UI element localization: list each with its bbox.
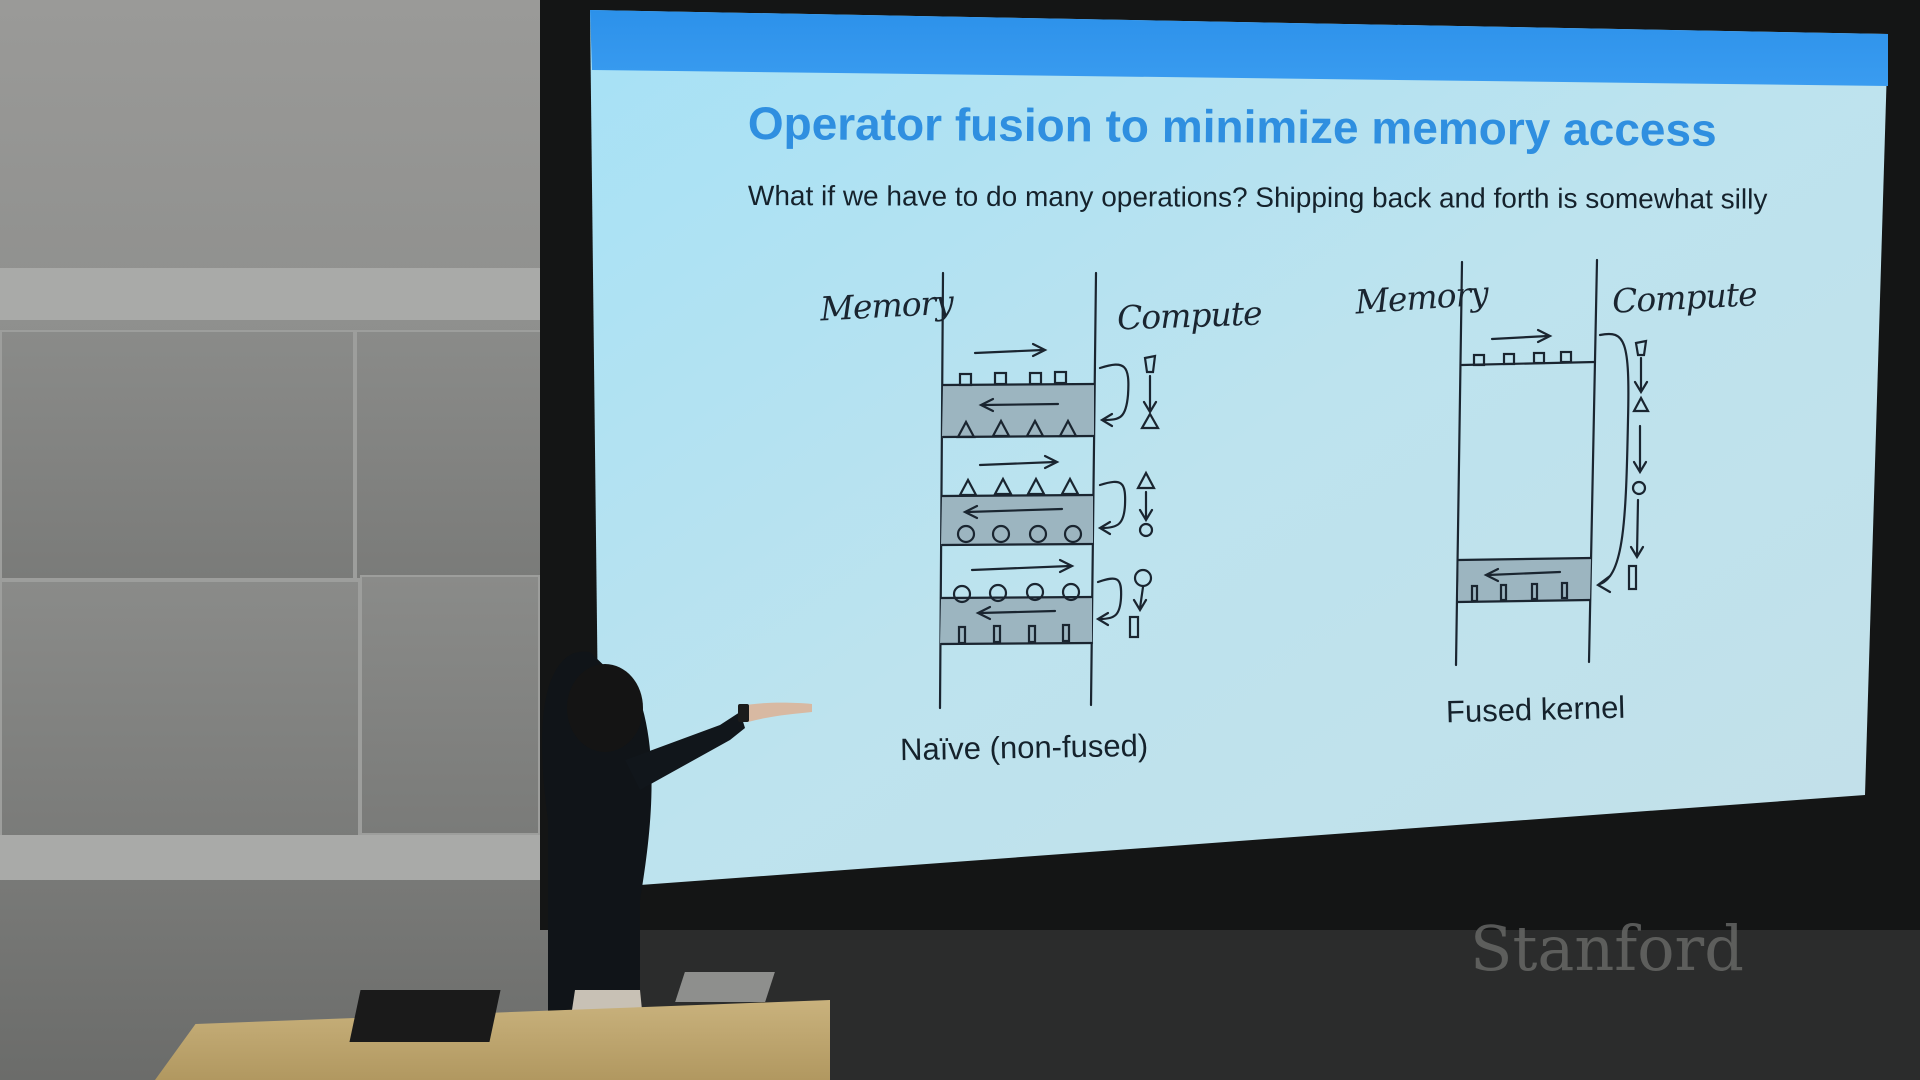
naive-diagram — [938, 271, 1160, 710]
fused-compute-label: Compute — [1611, 274, 1758, 321]
fused-caption: Fused kernel — [1445, 689, 1626, 730]
fused-memory-line — [1454, 260, 1464, 667]
whiteboard-panel — [360, 575, 540, 835]
naive-compute-label: Compute — [1116, 293, 1263, 338]
desk-monitor — [675, 972, 775, 1002]
naive-memory-label: Memory — [819, 282, 954, 329]
fused-compute-line — [1587, 258, 1599, 664]
slide-title: Operator fusion to minimize memory acces… — [747, 96, 1717, 156]
naive-band — [941, 495, 1093, 546]
fused-band — [1458, 558, 1591, 602]
naive-caption: Naïve (non-fused) — [899, 727, 1149, 768]
laptop — [349, 990, 501, 1042]
slide-background — [590, 10, 1888, 888]
whiteboard-frame-top — [0, 268, 545, 320]
whiteboard-panel — [0, 580, 360, 840]
slide-subtitle: What if we have to do many operations? S… — [747, 180, 1768, 215]
stanford-watermark: Stanford — [1470, 912, 1744, 985]
whiteboard-tray — [0, 835, 545, 880]
naive-band — [942, 384, 1094, 438]
slide-header-bar — [590, 10, 1888, 86]
presenter — [542, 651, 812, 1080]
fused-diagram — [1454, 258, 1650, 667]
naive-band — [940, 597, 1092, 645]
whiteboard-panel — [0, 330, 355, 580]
